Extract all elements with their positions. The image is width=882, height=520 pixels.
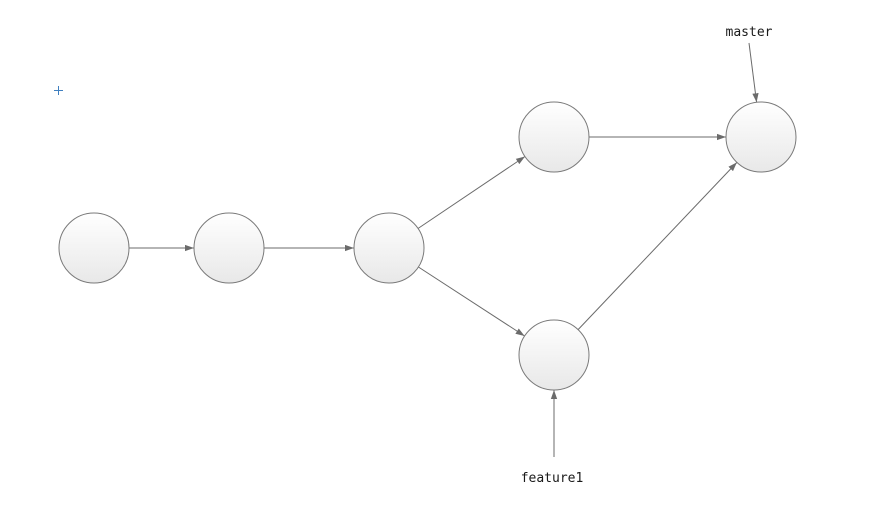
commit-node-c2 <box>193 212 265 284</box>
master-pointer-arrow <box>748 42 759 103</box>
commit-nodes <box>58 101 797 391</box>
edge-c3-c4 <box>417 156 526 229</box>
edge-c5-c6 <box>577 162 738 330</box>
feature1-label: feature1 <box>521 471 584 486</box>
commit-node-c4 <box>518 101 590 173</box>
commit-node-c3 <box>353 212 425 284</box>
commit-node-c5 <box>518 319 590 391</box>
ref-pointer-arrows <box>550 42 759 457</box>
commit-node-c6 <box>725 101 797 173</box>
commit-node-c1 <box>58 212 130 284</box>
master-label: master <box>726 25 773 40</box>
edge-c3-c5 <box>418 266 525 337</box>
commit-edges <box>129 133 738 337</box>
crosshair-icon <box>54 86 63 95</box>
